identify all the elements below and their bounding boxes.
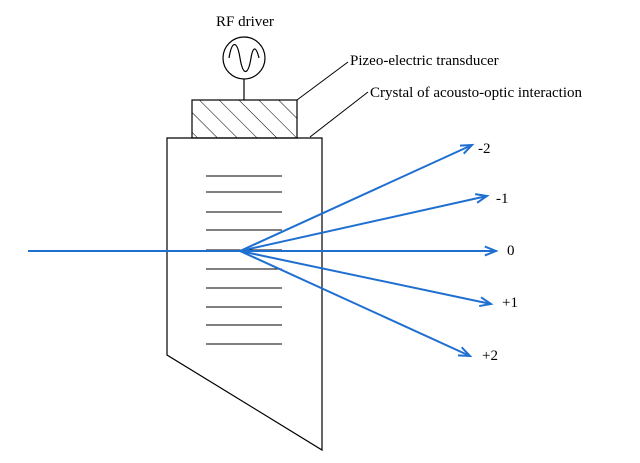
beam-order-minus1-arrowhead <box>474 193 490 204</box>
order-label-plus1: +1 <box>502 295 518 311</box>
crystal-label: Crystal of acousto-optic interaction <box>370 85 583 101</box>
beam-order-plus1 <box>239 250 492 305</box>
order-label-plus2: +2 <box>482 348 498 364</box>
piezo-transducer <box>191 99 298 139</box>
order-label-minus2: -2 <box>478 141 491 157</box>
order-label-zero: 0 <box>507 243 515 259</box>
acoustic-wavefronts <box>206 175 282 345</box>
beam-order-minus2 <box>239 144 473 252</box>
crystal-body <box>166 137 323 452</box>
beam-order-minus1 <box>239 195 488 252</box>
order-label-minus1: -1 <box>496 191 509 207</box>
light-beams <box>28 143 499 358</box>
beam-order-plus1-arrowhead <box>479 296 494 308</box>
transducer-label: Pizeo-electric transducer <box>350 53 499 69</box>
transducer-leader-line <box>296 61 349 101</box>
beam-order-plus2-arrowhead <box>457 346 473 358</box>
crystal-leader-line <box>309 91 369 138</box>
beam-order-minus2-arrowhead <box>459 143 475 155</box>
rf-driver-label: RF driver <box>216 14 274 30</box>
sine-source-icon <box>222 36 266 80</box>
beam-order-zero-arrowhead <box>484 245 499 257</box>
beam-order-plus2 <box>239 250 471 357</box>
